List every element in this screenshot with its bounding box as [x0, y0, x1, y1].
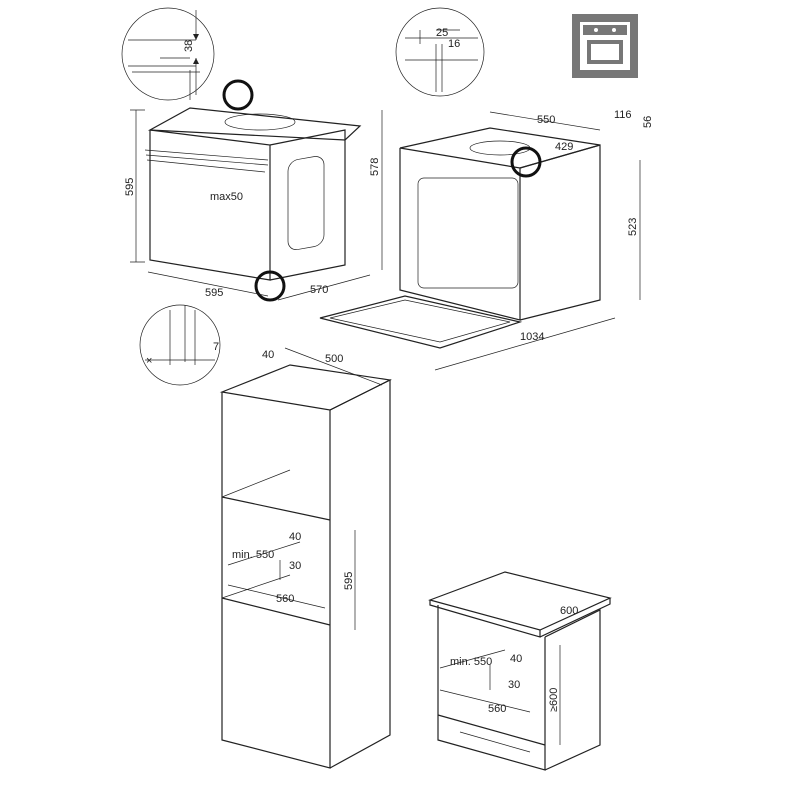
dim-550: 550: [537, 114, 555, 126]
dim-tall-595: 595: [343, 572, 355, 590]
dim-25: 25: [436, 27, 448, 39]
oven-front-icon: [572, 14, 638, 78]
oven-open: 550 116 56 429 523 1034: [319, 109, 654, 371]
dim-base-600: ≥600: [548, 688, 560, 712]
dim-7: 7: [213, 341, 219, 353]
dim-base-min550: min. 550: [450, 656, 492, 668]
detail-x-mark: ×: [146, 355, 152, 367]
dim-40-top: 40: [262, 349, 274, 361]
detail-marker-open: [510, 146, 542, 178]
dim-max50: max50: [210, 191, 243, 203]
dim-16: 16: [448, 38, 460, 50]
detail-top-left: 38: [121, 7, 215, 101]
dim-base-30: 30: [508, 679, 520, 691]
dim-tall-min550: min. 550: [232, 549, 274, 561]
dim-tall-40: 40: [289, 531, 301, 543]
dim-tall-560: 560: [276, 593, 294, 605]
dim-38: 38: [183, 40, 195, 52]
dim-595-height: 595: [124, 178, 136, 196]
dim-523: 523: [627, 218, 639, 236]
detail-marker-bottom: [254, 270, 286, 302]
dim-base-560: 560: [488, 703, 506, 715]
detail-marker-top: [222, 79, 254, 111]
dim-116: 116: [614, 109, 632, 121]
dim-570: 570: [310, 284, 328, 296]
base-cabinet: 600 min. 550 40 30 ≥600 560: [428, 571, 612, 771]
dim-429: 429: [555, 141, 573, 153]
dim-578: 578: [369, 158, 381, 176]
tall-cabinet: 40 500 min. 550 40 30 595 560: [219, 347, 392, 769]
detail-bottom-left: × 7: [139, 304, 221, 386]
dim-500: 500: [325, 353, 343, 365]
dim-1034: 1034: [520, 331, 544, 343]
dim-base-40: 40: [510, 653, 522, 665]
detail-top-right: 25 16: [395, 7, 485, 97]
dim-600: 600: [560, 605, 578, 617]
oven-closed: 595 578 max50 595 570: [124, 79, 383, 302]
dim-595-width: 595: [205, 287, 223, 299]
dim-tall-30: 30: [289, 560, 301, 572]
dim-56: 56: [642, 116, 654, 128]
